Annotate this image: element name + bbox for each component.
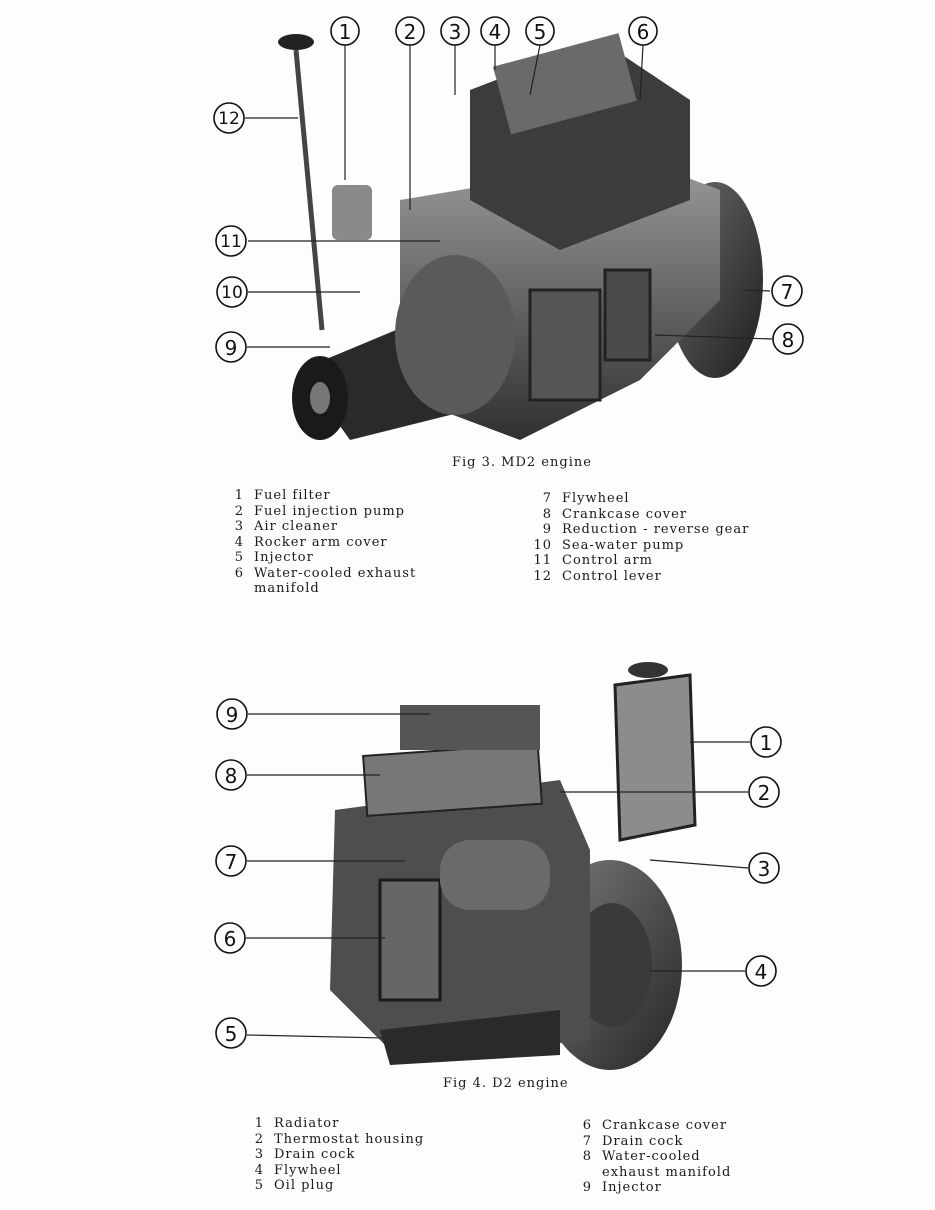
legend-item: manifold <box>254 581 320 596</box>
callout-9: 9 <box>225 336 238 360</box>
callout-6: 6 <box>224 927 237 951</box>
callout-9: 9 <box>226 703 239 727</box>
callout-3: 3 <box>449 20 462 44</box>
callout-2: 2 <box>758 781 771 805</box>
callout-11: 11 <box>220 232 242 252</box>
callout-1: 1 <box>339 20 352 44</box>
callout-5: 5 <box>225 1022 238 1046</box>
callout-3: 3 <box>758 857 771 881</box>
callout-7: 7 <box>225 850 238 874</box>
figure-4-caption: Fig 4. D2 engine <box>443 1076 569 1091</box>
d2-engine-illustration: 1 2 3 4 5 6 7 8 9 <box>214 662 782 1070</box>
callout-10: 10 <box>221 283 243 303</box>
callout-2: 2 <box>404 20 417 44</box>
figure-d2-engine: 1 2 3 4 5 6 7 8 9 <box>0 650 935 1080</box>
legend-item: exhaust manifold <box>602 1164 732 1180</box>
callout-6: 6 <box>637 20 650 44</box>
callout-4: 4 <box>489 20 502 44</box>
callout-7: 7 <box>781 280 794 304</box>
callout-8: 8 <box>782 328 795 352</box>
callout-1: 1 <box>760 731 773 755</box>
md2-engine-illustration: 1 2 3 4 5 6 7 8 9 10 11 12 <box>213 16 804 440</box>
callout-12: 12 <box>218 109 240 129</box>
figure-3-caption: Fig 3. MD2 engine <box>452 455 592 470</box>
figure-md2-engine: 1 2 3 4 5 6 7 8 9 10 11 12 <box>0 0 935 460</box>
callout-8: 8 <box>225 764 238 788</box>
callout-5: 5 <box>534 20 547 44</box>
callout-4: 4 <box>755 960 768 984</box>
